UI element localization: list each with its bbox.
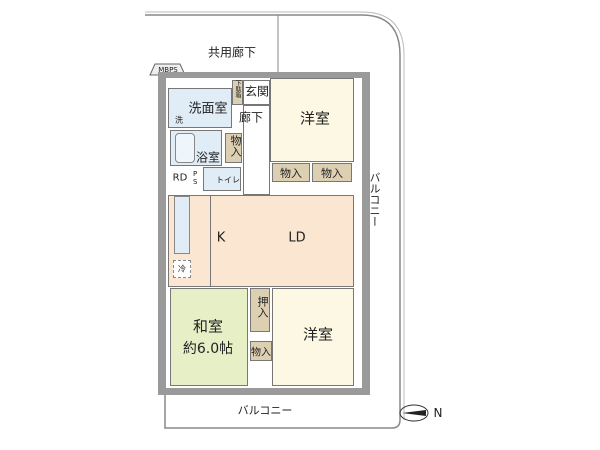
- bathtub-icon: [175, 133, 195, 163]
- shoe-box-label: 下駄箱: [234, 80, 241, 98]
- closet-b: [312, 163, 352, 182]
- living-dining-kitchen: [168, 195, 354, 287]
- kitchen-counter: [174, 196, 190, 254]
- kitchen-label: K: [216, 230, 226, 246]
- washroom: [168, 88, 232, 128]
- bathroom-label: 浴室: [195, 150, 221, 165]
- closet-a: [272, 163, 310, 182]
- compass-icon: [399, 404, 429, 422]
- toilet: [203, 167, 241, 191]
- toilet-label: トイレ: [216, 175, 240, 185]
- western-room-2-label: 洋室: [302, 325, 334, 344]
- entrance: [243, 80, 270, 105]
- japanese-room-label: 和室: [192, 317, 224, 336]
- western-room-1: [270, 78, 354, 162]
- closet-c: [250, 341, 272, 361]
- balcony-bottom-label: バルコニー: [237, 404, 293, 417]
- ps-label: PS: [193, 170, 198, 186]
- fridge-space: [173, 260, 191, 278]
- japanese-room-size: 約6.0帖: [182, 341, 234, 357]
- washer-label: 洗: [175, 115, 183, 125]
- closet-d-label: 物入: [229, 135, 242, 157]
- closet-c-label: 物入: [251, 347, 271, 359]
- hallway-label: 廊下: [238, 110, 264, 125]
- japanese-room: [170, 288, 248, 386]
- oshiire-label: 押入: [256, 296, 269, 318]
- washroom-label: 洗面室: [188, 101, 228, 117]
- closet-b-label: 物入: [321, 167, 343, 180]
- closet-a-label: 物入: [280, 167, 302, 180]
- western-room-2: [272, 288, 354, 386]
- closet-d: [225, 133, 242, 163]
- common-corridor-label: 共用廊下: [207, 45, 257, 60]
- kitchen-divider: [210, 195, 211, 287]
- mbps-label: MBPS: [158, 66, 178, 74]
- rd-label: RD: [172, 172, 188, 184]
- hallway: [243, 105, 270, 195]
- shoe-box: [232, 80, 243, 105]
- living-dining-label: LD: [288, 230, 306, 246]
- north-label: N: [433, 406, 443, 420]
- western-room-1-label: 洋室: [299, 109, 331, 128]
- oshiire: [250, 288, 270, 332]
- entrance-label: 玄関: [244, 84, 270, 99]
- balcony-right-label: バルコニー: [368, 172, 381, 227]
- fridge-label: 冷: [178, 264, 186, 274]
